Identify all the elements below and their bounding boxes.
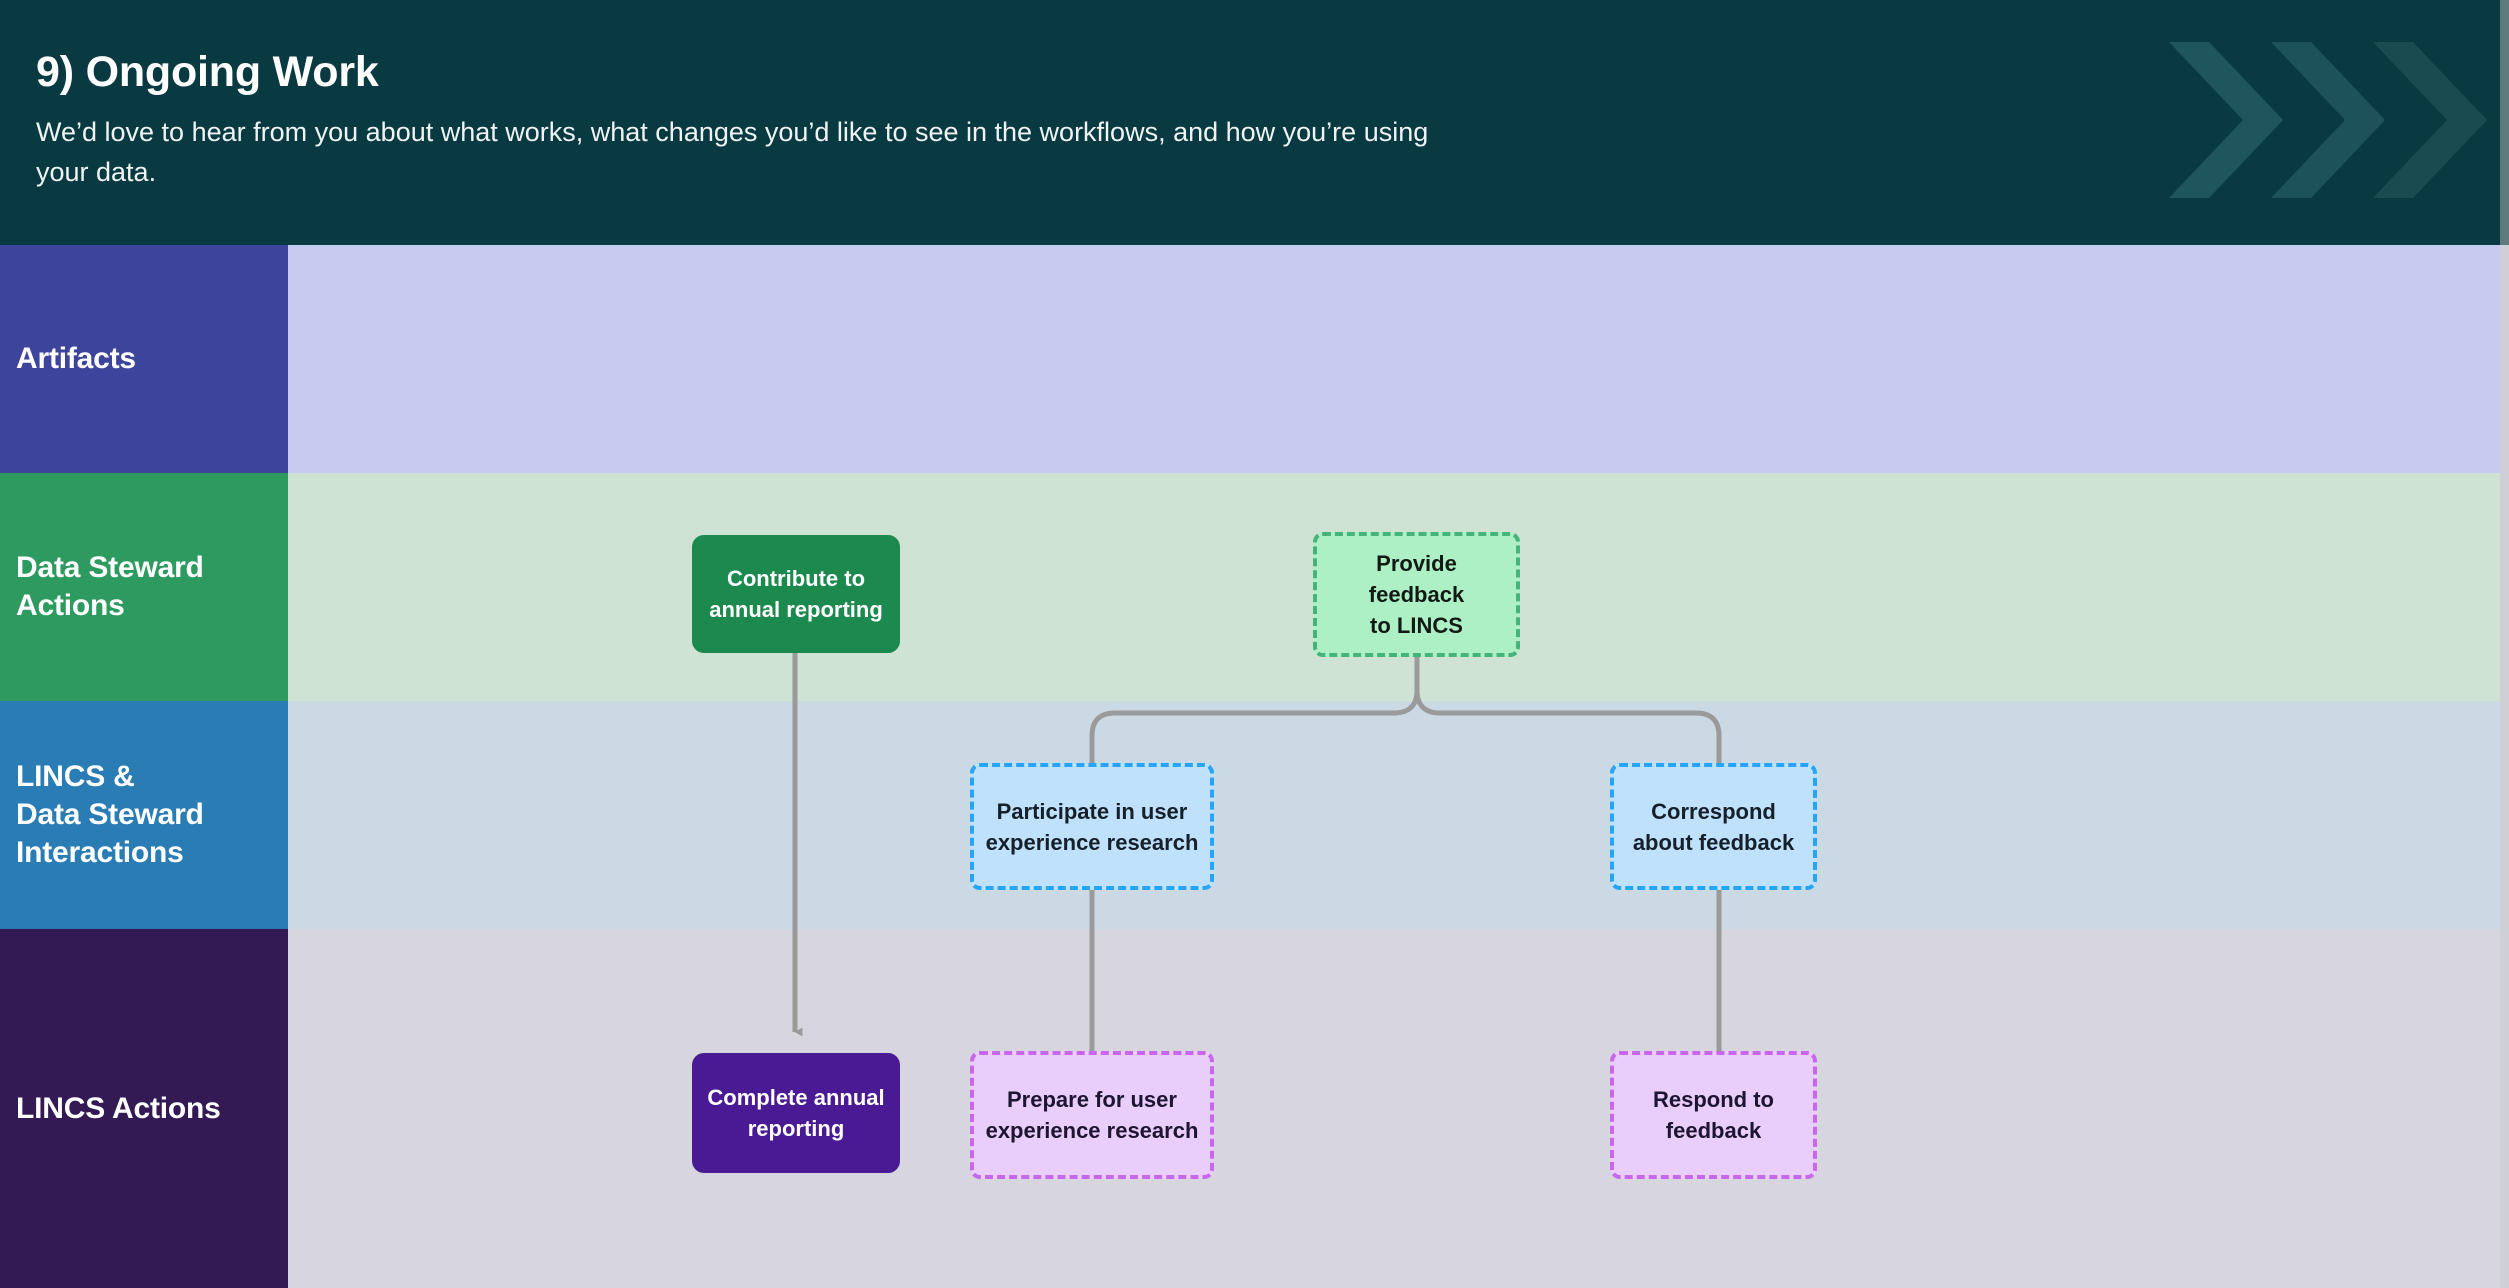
node-contribute-annual-reporting[interactable]: Contribute to annual reporting [692, 535, 900, 653]
slide-header: 9) Ongoing Work We’d love to hear from y… [0, 0, 2509, 245]
node-correspond-about-feedback-label: Correspond about feedback [1632, 798, 1795, 855]
page-edge-strip [2500, 245, 2509, 1288]
lane-label-data-steward-actions: Data Steward Actions [0, 473, 288, 701]
node-respond-to-feedback[interactable]: Respond to feedback [1610, 1051, 1817, 1179]
node-prepare-ux-research[interactable]: Prepare for user experience research [970, 1051, 1214, 1179]
node-complete-annual-reporting-label: Complete annual reporting [707, 1085, 885, 1141]
lane-artifacts: Artifacts [0, 245, 2500, 473]
lane-label-lincs-data-steward-interactions: LINCS & Data Steward Interactions [0, 701, 288, 929]
lane-label-lincs-actions-text: LINCS Actions [16, 1091, 221, 1125]
page-edge-top [2500, 0, 2509, 245]
node-respond-to-feedback-label: Respond to feedback [1653, 1087, 1774, 1143]
node-participate-ux-research[interactable]: Participate in user experience research [970, 763, 1214, 890]
node-contribute-annual-reporting-label: Contribute to annual reporting [709, 566, 883, 622]
lane-lincs-data-steward-interactions: LINCS & Data Steward Interactions [0, 701, 2500, 929]
node-correspond-about-feedback[interactable]: Correspond about feedback [1610, 763, 1817, 890]
lane-body-artifacts [288, 245, 2500, 473]
page-subtitle: We’d love to hear from you about what wo… [36, 117, 1429, 187]
lane-body-lincs-actions [288, 929, 2500, 1288]
lane-label-artifacts-text: Artifacts [16, 342, 136, 375]
lane-body-lincs-data-steward-interactions [288, 701, 2500, 929]
node-prepare-ux-research-label: Prepare for user experience research [985, 1087, 1199, 1143]
lane-label-artifacts: Artifacts [0, 245, 288, 473]
node-provide-feedback-lincs[interactable]: Provide feedback to LINCS [1313, 532, 1520, 657]
lane-label-data-steward-actions-text: Data Steward Actions [16, 551, 204, 622]
lane-lincs-actions: LINCS Actions [0, 929, 2500, 1288]
lane-label-lincs-data-steward-interactions-text: LINCS & Data Steward Interactions [16, 760, 204, 869]
node-complete-annual-reporting[interactable]: Complete annual reporting [692, 1053, 900, 1173]
lane-label-lincs-actions: LINCS Actions [0, 929, 288, 1288]
lane-data-steward-actions: Data Steward Actions [0, 473, 2500, 701]
node-participate-ux-research-label: Participate in user experience research [985, 798, 1199, 855]
double-chevron-right-icon [2169, 42, 2487, 198]
node-provide-feedback-lincs-label: Provide feedback to LINCS [1368, 551, 1465, 638]
page-title: 9) Ongoing Work [36, 48, 379, 96]
